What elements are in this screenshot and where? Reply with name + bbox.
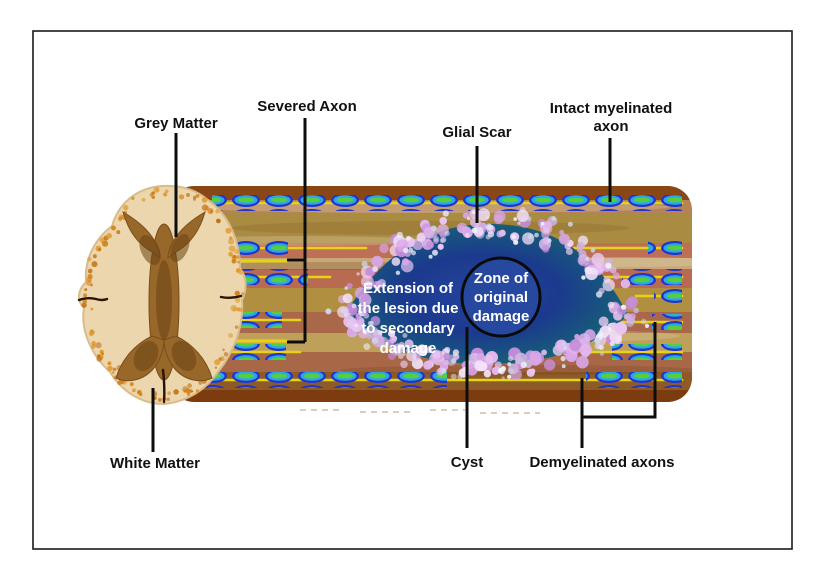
svg-text:Intact myelinated: Intact myelinated [550,100,673,117]
axon-row-intact [188,195,684,211]
label-white-matter: White Matter [110,455,200,472]
svg-text:to secondary: to secondary [361,320,455,337]
label-cyst: Cyst [451,454,484,471]
svg-text:damage: damage [473,308,530,325]
svg-text:the lesion due: the lesion due [358,300,459,317]
svg-text:axon: axon [593,118,628,135]
label-grey-matter: Grey Matter [134,115,218,132]
label-severed-axon: Severed Axon [257,98,357,115]
extension-lesion-text: Extension of the lesion due to secondary… [358,280,459,357]
svg-text:damage: damage [380,340,437,357]
zone-of-original-damage-text: Zone of original damage [473,270,530,325]
pointer-demyelinated-axons [580,322,657,448]
svg-text:Zone of: Zone of [474,270,529,287]
svg-text:original: original [474,289,528,306]
cord-bottom-fuzz [300,409,540,414]
label-demyelinated-axons: Demyelinated axons [529,454,674,471]
svg-text:Extension of: Extension of [363,280,454,297]
pointer-severed-axon [287,118,307,344]
zone-of-original-damage-circle [460,256,542,338]
label-glial-scar: Glial Scar [442,124,511,141]
cross-section-rim [81,186,245,402]
glial-scar-bubbles [325,206,650,381]
pointer-lines [151,118,657,452]
cross-section-fissures [77,294,243,404]
cord-cross-section [77,184,247,406]
rim-speckles [81,186,245,402]
label-intact-myelinated-axon: Intact myelinated axon [550,100,673,135]
grey-matter-shading [133,233,197,372]
